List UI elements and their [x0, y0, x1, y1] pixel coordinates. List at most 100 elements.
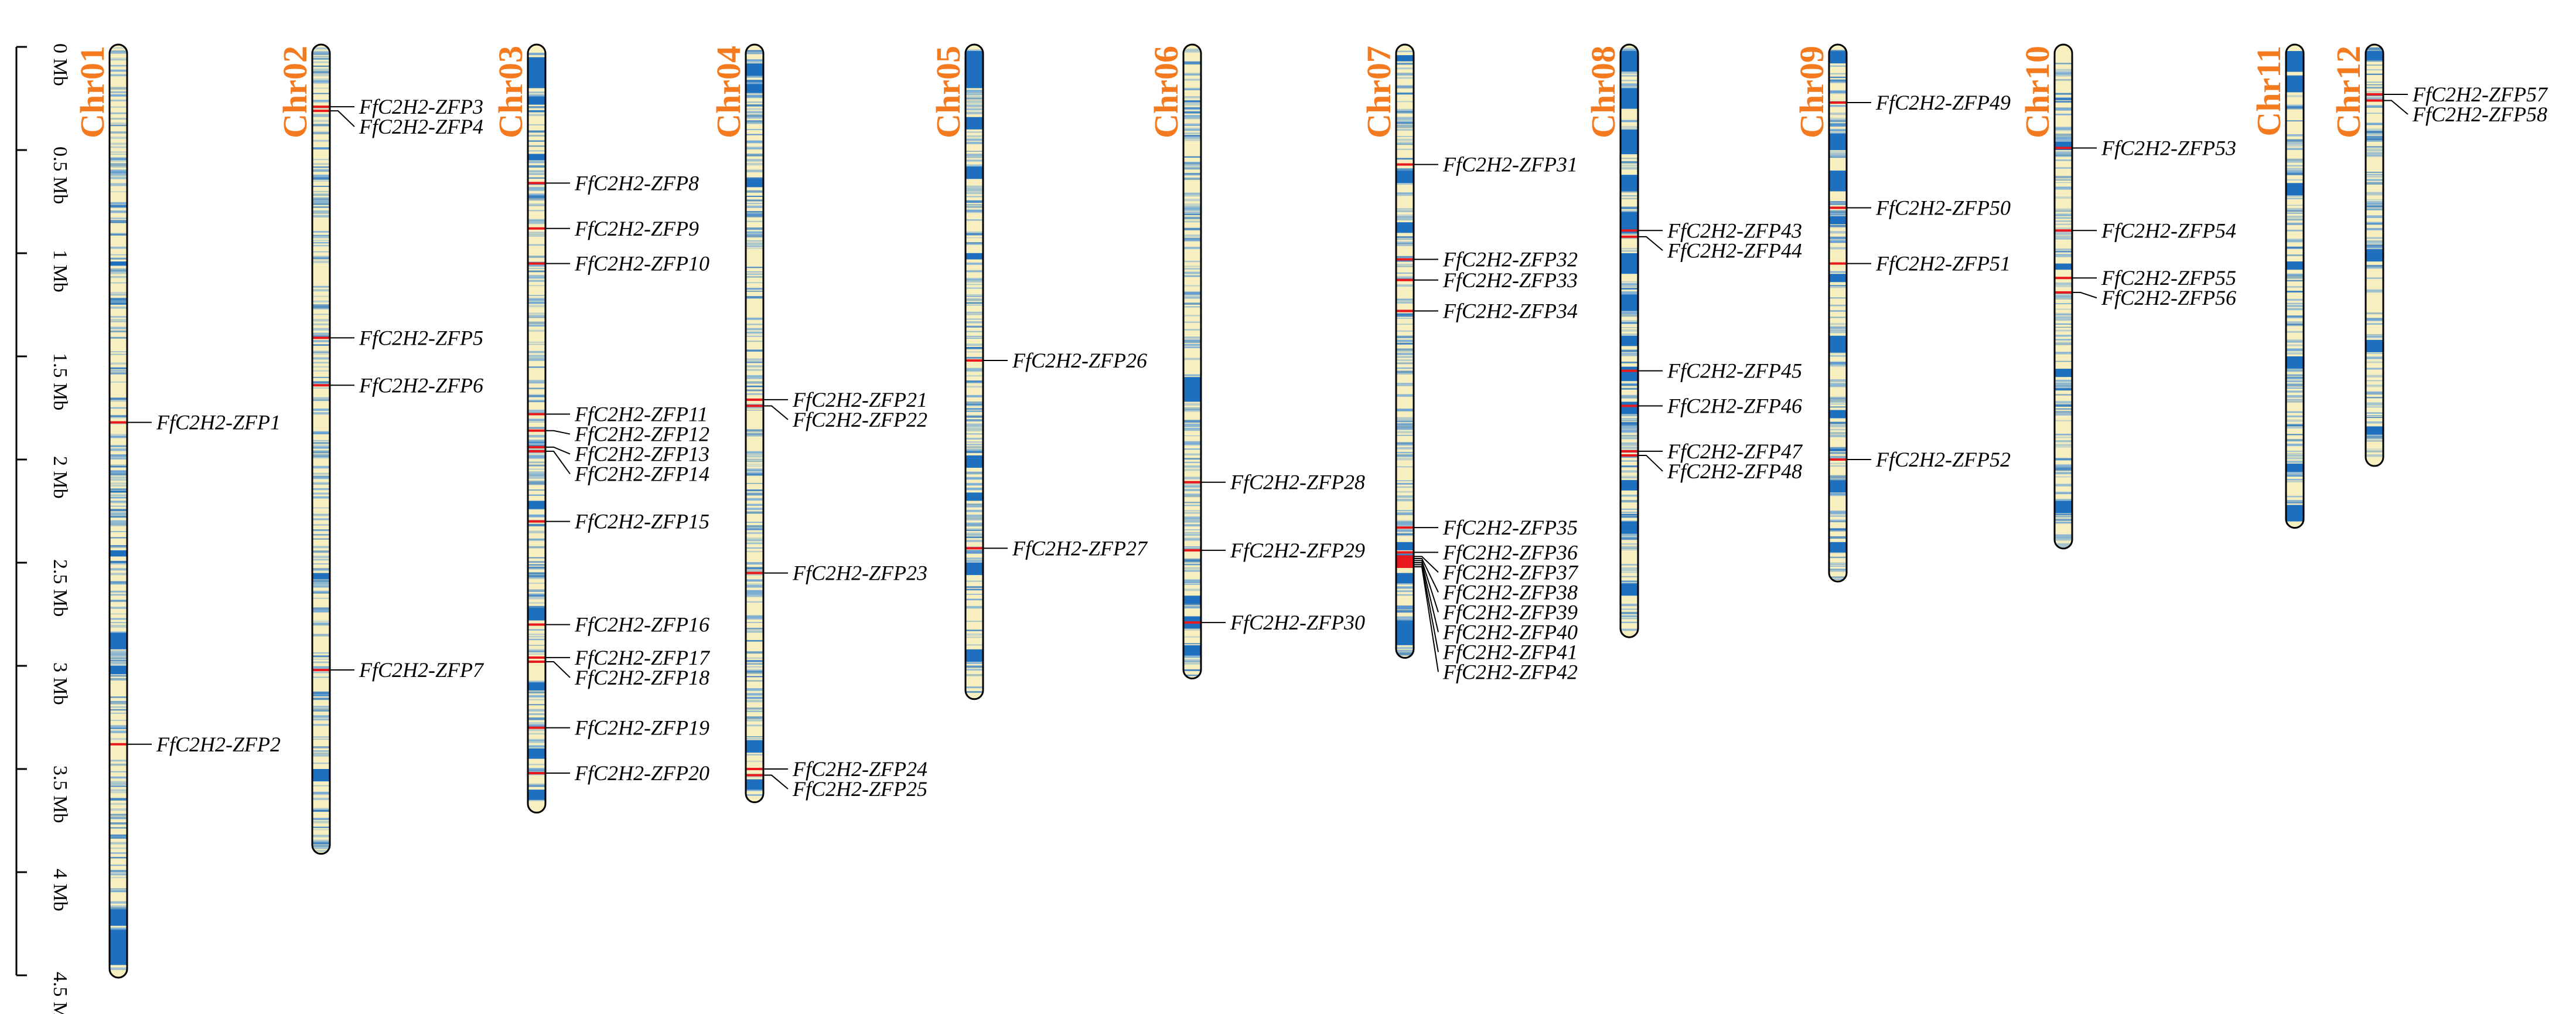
- density-stripe: [110, 901, 127, 904]
- density-stripe: [312, 74, 330, 77]
- density-stripe: [110, 478, 127, 481]
- density-stripe: [1620, 354, 1638, 356]
- density-stripe: [2055, 353, 2072, 355]
- density-stripe: [2366, 358, 2383, 359]
- density-stripe: [528, 177, 545, 179]
- density-stripe: [1183, 294, 1201, 296]
- density-stripe: [312, 568, 330, 570]
- density-stripe: [110, 306, 127, 309]
- density-stripe: [2366, 49, 2383, 52]
- density-stripe: [1396, 373, 1414, 375]
- density-stripe: [965, 138, 983, 141]
- gene-label: FfC2H2-ZFP42: [1442, 660, 1578, 683]
- density-stripe: [1396, 454, 1414, 456]
- density-stripe: [1183, 458, 1201, 460]
- gene-marker: [1620, 450, 1638, 452]
- density-stripe: [746, 341, 763, 342]
- density-stripe: [1183, 564, 1201, 566]
- density-stripe: [1183, 62, 1201, 64]
- density-stripe: [2055, 208, 2072, 210]
- density-stripe: [1396, 420, 1414, 423]
- chromosome-body: [1183, 45, 1201, 679]
- density-stripe: [110, 591, 127, 593]
- density-stripe: [2055, 518, 2072, 521]
- density-stripe: [528, 221, 545, 223]
- density-stripe: [1396, 342, 1414, 345]
- density-stripe: [2286, 352, 2304, 355]
- density-stripe: [746, 528, 763, 530]
- gene-label: FfC2H2-ZFP28: [1230, 471, 1365, 494]
- density-band: [1396, 573, 1414, 584]
- density-stripe: [2055, 79, 2072, 81]
- density-stripe: [1829, 304, 1847, 307]
- density-stripe: [528, 726, 545, 727]
- density-stripe: [2366, 246, 2383, 249]
- density-stripe: [965, 419, 983, 420]
- gene-marker: [528, 262, 545, 265]
- density-stripe: [110, 298, 127, 301]
- density-stripe: [1183, 220, 1201, 223]
- density-band: [312, 769, 330, 782]
- density-stripe: [110, 545, 127, 548]
- density-stripe: [965, 386, 983, 388]
- density-stripe: [1396, 86, 1414, 89]
- density-stripe: [110, 163, 127, 166]
- density-stripe: [2366, 173, 2383, 176]
- density-stripe: [312, 285, 330, 288]
- density-stripe: [110, 113, 127, 114]
- density-stripe: [2366, 391, 2383, 393]
- density-band: [1396, 222, 1414, 233]
- gene-marker: [1396, 555, 1414, 558]
- density-stripe: [746, 454, 763, 455]
- density-stripe: [1829, 421, 1847, 424]
- density-stripe: [2055, 128, 2072, 131]
- density-stripe: [965, 380, 983, 383]
- density-stripe: [1829, 457, 1847, 460]
- gene-marker: [528, 660, 545, 663]
- density-stripe: [965, 665, 983, 668]
- density-stripe: [2366, 227, 2383, 230]
- density-stripe: [965, 539, 983, 542]
- density-stripe: [2286, 229, 2304, 232]
- density-stripe: [110, 473, 127, 475]
- density-stripe: [1183, 87, 1201, 90]
- density-stripe: [746, 244, 763, 247]
- density-stripe: [2055, 155, 2072, 156]
- density-stripe: [312, 518, 330, 520]
- density-stripe: [1396, 314, 1414, 317]
- density-stripe: [746, 671, 763, 673]
- density-stripe: [1396, 431, 1414, 434]
- gene-label: FfC2H2-ZFP25: [792, 777, 927, 801]
- gene-marker: [312, 106, 330, 108]
- density-stripe: [965, 304, 983, 306]
- density-stripe: [2055, 227, 2072, 229]
- density-stripe: [110, 613, 127, 615]
- density-stripe: [528, 440, 545, 443]
- gene-marker: [1829, 458, 1847, 461]
- density-stripe: [312, 556, 330, 559]
- density-stripe: [2055, 98, 2072, 100]
- density-stripe: [1829, 210, 1847, 213]
- density-stripe: [1396, 512, 1414, 514]
- density-stripe: [110, 50, 127, 53]
- density-stripe: [2055, 303, 2072, 305]
- density-stripe: [312, 550, 330, 553]
- density-stripe: [110, 171, 127, 173]
- density-stripe: [1396, 420, 1414, 423]
- density-stripe: [1396, 583, 1414, 585]
- density-stripe: [965, 553, 983, 554]
- gene-label: FfC2H2-ZFP7: [359, 658, 485, 682]
- density-stripe: [2286, 324, 2304, 326]
- density-stripe: [1829, 431, 1847, 434]
- density-stripe: [1620, 333, 1638, 336]
- density-stripe: [746, 508, 763, 511]
- density-stripe: [1183, 512, 1201, 514]
- density-stripe: [1829, 570, 1847, 572]
- density-stripe: [528, 593, 545, 595]
- density-stripe: [746, 460, 763, 462]
- density-stripe: [528, 477, 545, 479]
- density-stripe: [2366, 435, 2383, 437]
- density-stripe: [312, 695, 330, 696]
- density-stripe: [1396, 239, 1414, 240]
- density-stripe: [110, 877, 127, 879]
